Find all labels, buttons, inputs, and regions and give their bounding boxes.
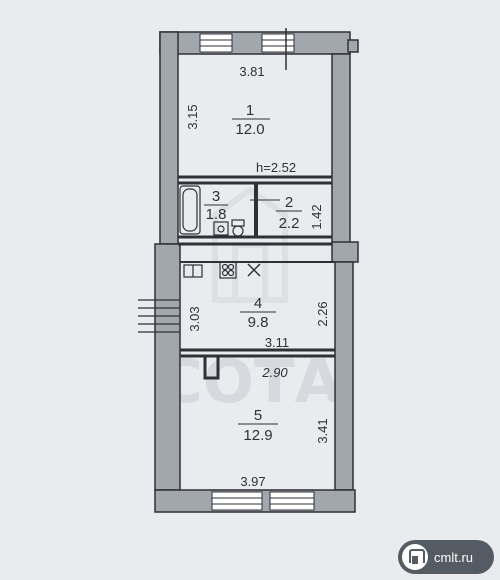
dim-room4-right: 2.26	[315, 301, 330, 326]
vent-cross-icon	[247, 263, 261, 277]
sink-icon	[213, 221, 229, 236]
watermark: СОТА	[159, 347, 342, 417]
dim-room5-bottom: 3.97	[240, 474, 265, 489]
room-area-4: 9.8	[248, 314, 269, 331]
room-number-3: 3	[212, 188, 220, 205]
house-icon	[402, 544, 428, 570]
dim-room1-height: 3.15	[185, 104, 200, 129]
site-badge-text: cmlt.ru	[434, 549, 473, 565]
dim-room2-height: 1.42	[309, 204, 324, 229]
dim-room5-top: 2.90	[261, 365, 288, 380]
dim-room4-width: 3.11	[265, 335, 289, 350]
stove-icon	[219, 261, 237, 279]
room-number-5: 5	[254, 407, 262, 424]
kitchen-sink-icon	[183, 264, 203, 278]
entrance-stairs	[138, 299, 180, 333]
room-area-2: 2.2	[279, 215, 300, 232]
site-badge[interactable]: cmlt.ru	[398, 540, 494, 574]
dim-room5-right: 3.41	[315, 418, 330, 443]
toilet-icon	[231, 219, 245, 237]
window-bottom	[211, 491, 315, 511]
interior-walls	[178, 175, 335, 380]
room-number-2: 2	[285, 194, 293, 211]
room-area-3: 1.8	[206, 206, 227, 223]
window-top	[199, 28, 295, 70]
dim-room1-width: 3.81	[239, 64, 264, 79]
room-number-4: 4	[254, 295, 262, 312]
room-area-1: 12.0	[235, 121, 264, 138]
room-area-5: 12.9	[243, 427, 272, 444]
bathtub-icon	[179, 185, 201, 235]
ceiling-height-label: h=2.52	[256, 160, 296, 175]
room-number-1: 1	[246, 102, 254, 119]
dim-room4-left: 3.03	[187, 306, 202, 331]
